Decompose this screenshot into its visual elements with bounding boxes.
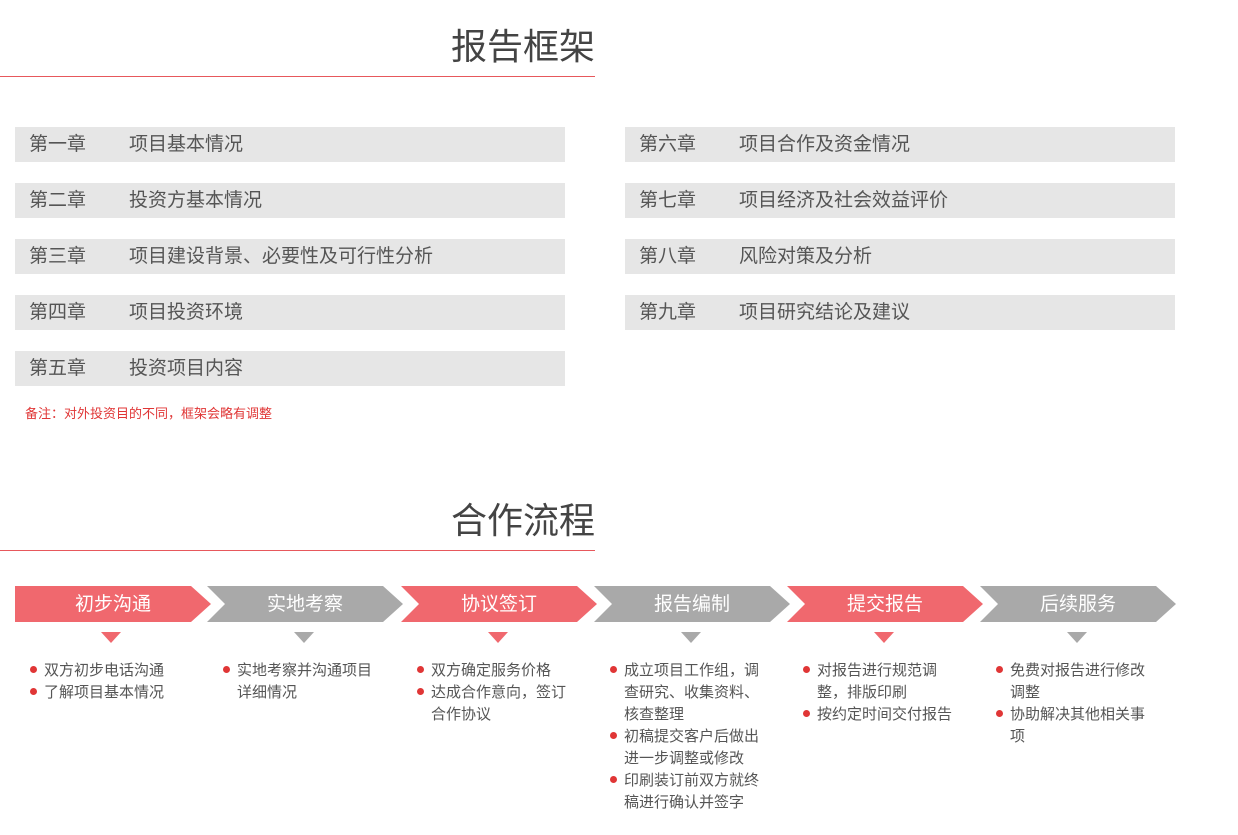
chapter-row: 第八章 风险对策及分析 — [625, 239, 1175, 274]
step-arrow: 协议签订 — [401, 586, 597, 622]
step-detail-item: 对报告进行规范调整，排版印刷 — [803, 659, 963, 703]
chapter-title: 项目研究结论及建议 — [739, 301, 911, 323]
step-arrow: 实地考察 — [207, 586, 403, 622]
chapter-number: 第四章 — [29, 301, 87, 323]
chapter-row: 第五章 投资项目内容 — [15, 351, 565, 386]
step-details: 免费对报告进行修改调整 协助解决其他相关事项 — [996, 659, 1156, 747]
chapter-title: 项目合作及资金情况 — [739, 133, 911, 155]
step-details: 成立项目工作组，调查研究、收集资料、核查整理 初稿提交客户后做出进一步调整或修改… — [610, 659, 770, 813]
step-pointer — [294, 632, 314, 643]
chapter-number: 第一章 — [29, 133, 87, 155]
chapter-number: 第八章 — [639, 245, 697, 267]
chapter-row: 第四章 项目投资环境 — [15, 295, 565, 330]
step-arrow: 报告编制 — [594, 586, 790, 622]
step-detail-item: 协助解决其他相关事项 — [996, 703, 1156, 747]
chapter-title: 投资项目内容 — [129, 357, 244, 379]
step-details: 对报告进行规范调整，排版印刷 按约定时间交付报告 — [803, 659, 963, 725]
framework-title: 报告框架 — [450, 27, 595, 68]
step-arrow: 后续服务 — [980, 586, 1176, 622]
chapter-title: 投资方基本情况 — [129, 189, 263, 211]
step-pointer — [101, 632, 121, 643]
chapter-number: 第三章 — [29, 245, 87, 267]
chapter-row: 第九章 项目研究结论及建议 — [625, 295, 1175, 330]
step-pointer — [1067, 632, 1087, 643]
chapter-row: 第三章 项目建设背景、必要性及可行性分析 — [15, 239, 565, 274]
framework-title-rule — [0, 76, 595, 77]
chapter-row: 第二章 投资方基本情况 — [15, 183, 565, 218]
step-details: 双方初步电话沟通 了解项目基本情况 — [30, 659, 190, 703]
framework-note: 备注：对外投资目的不同，框架会略有调整 — [25, 407, 273, 422]
step-detail-item: 按约定时间交付报告 — [803, 703, 963, 725]
step-details: 实地考察并沟通项目详细情况 — [223, 659, 383, 703]
step-detail-item: 了解项目基本情况 — [30, 681, 190, 703]
chapter-title: 项目建设背景、必要性及可行性分析 — [129, 245, 434, 267]
chapter-row: 第一章 项目基本情况 — [15, 127, 565, 162]
step-detail-item: 达成合作意向，签订合作协议 — [417, 681, 577, 725]
step-pointer — [681, 632, 701, 643]
step-detail-item: 初稿提交客户后做出进一步调整或修改 — [610, 725, 770, 769]
chapter-number: 第五章 — [29, 357, 87, 379]
step-detail-item: 双方初步电话沟通 — [30, 659, 190, 681]
chapter-number: 第七章 — [639, 189, 697, 211]
chapter-number: 第六章 — [639, 133, 697, 155]
chapter-number: 第九章 — [639, 301, 697, 323]
step-pointer — [488, 632, 508, 643]
process-title-rule — [0, 550, 595, 551]
step-details: 双方确定服务价格 达成合作意向，签订合作协议 — [417, 659, 577, 725]
step-detail-item: 成立项目工作组，调查研究、收集资料、核查整理 — [610, 659, 770, 725]
chapter-title: 项目基本情况 — [129, 133, 244, 155]
chapter-title: 风险对策及分析 — [739, 245, 873, 267]
process-title: 合作流程 — [450, 501, 595, 542]
step-detail-item: 实地考察并沟通项目详细情况 — [223, 659, 383, 703]
chapter-title: 项目投资环境 — [129, 301, 244, 323]
step-arrow: 初步沟通 — [15, 586, 211, 622]
chapter-row: 第六章 项目合作及资金情况 — [625, 127, 1175, 162]
step-pointer — [874, 632, 894, 643]
step-arrow: 提交报告 — [787, 586, 983, 622]
chapter-number: 第二章 — [29, 189, 87, 211]
chapter-title: 项目经济及社会效益评价 — [739, 189, 949, 211]
chapter-row: 第七章 项目经济及社会效益评价 — [625, 183, 1175, 218]
step-detail-item: 印刷装订前双方就终稿进行确认并签字 — [610, 769, 770, 813]
step-detail-item: 双方确定服务价格 — [417, 659, 577, 681]
step-detail-item: 免费对报告进行修改调整 — [996, 659, 1156, 703]
